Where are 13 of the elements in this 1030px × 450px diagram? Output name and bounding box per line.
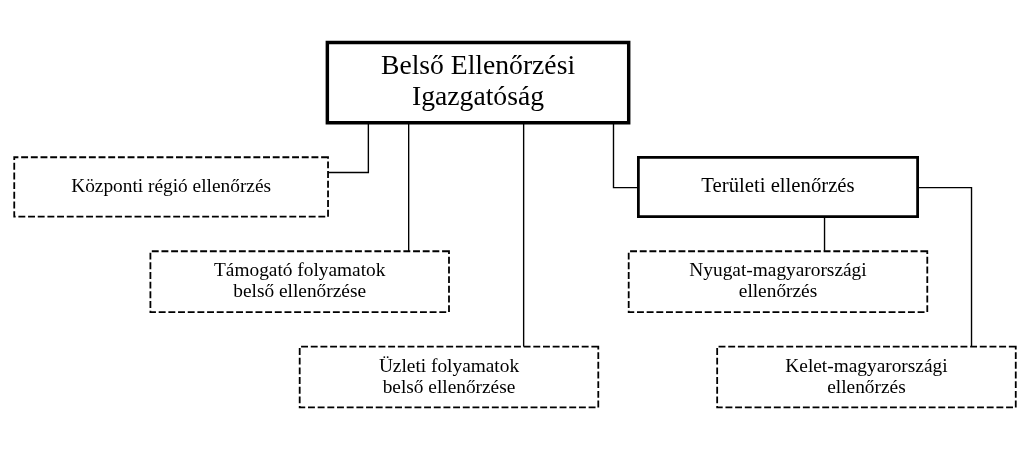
- connector: [408, 122, 410, 252]
- connector: [916, 187, 973, 348]
- connector: [522, 122, 525, 348]
- node-box: Kelet-magyarországi ellenőrzés: [716, 345, 1017, 409]
- node-box: Területi ellenőrzés: [637, 155, 919, 219]
- connector: [327, 122, 370, 174]
- node-box: Központi régió ellenőrzés: [13, 156, 329, 218]
- connector: [823, 216, 826, 252]
- connector: [612, 122, 639, 189]
- node-box: Támogató folyamatok belső ellenőrzése: [149, 250, 450, 313]
- node-box: Üzleti folyamatok belső ellenőrzése: [298, 345, 600, 409]
- node-box: Nyugat-magyarországi ellenőrzés: [627, 250, 929, 313]
- node-box: Belső Ellenőrzési Igazgatóság: [325, 40, 631, 125]
